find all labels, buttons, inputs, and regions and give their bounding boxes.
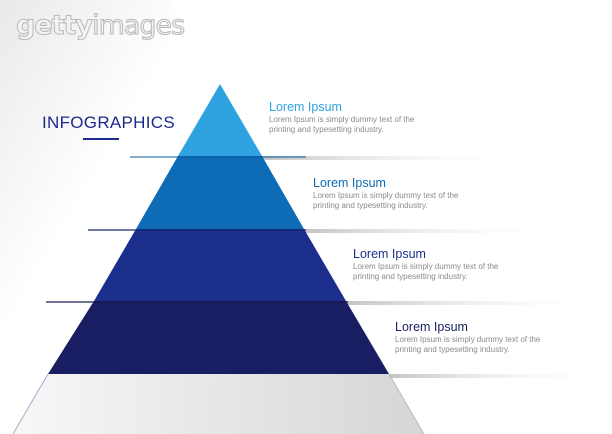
shelf-shadow-4 [389,374,609,378]
label-description-line1: Lorem Ipsum is simply dummy text of the [269,115,415,124]
label-description-line2: printing and typesetting industry. [313,201,428,210]
label-level-4: Lorem Ipsum Lorem Ipsum is simply dummy … [395,320,565,355]
label-description-line2: printing and typesetting industry. [269,125,384,134]
pyramid-level-4 [48,301,389,374]
page-title: INFOGRAPHICS [42,113,176,132]
label-level-1: Lorem Ipsum Lorem Ipsum is simply dummy … [269,100,439,135]
label-heading: Lorem Ipsum [353,247,426,261]
watermark-brand-bold: getty [15,10,93,42]
label-description-line2: printing and typesetting industry. [353,272,468,281]
label-description-line2: printing and typesetting industry. [395,345,510,354]
label-description-line1: Lorem Ipsum is simply dummy text of the [353,262,499,271]
label-level-3: Lorem Ipsum Lorem Ipsum is simply dummy … [353,247,523,282]
shelf-shadow-2 [304,229,564,233]
pyramid-base [13,374,424,434]
pyramid-level-3 [94,229,346,301]
shelf-shadow-3 [346,301,606,305]
pyramid-level-1 [178,84,262,156]
left-background-panel [0,0,220,374]
pyramid-level-2 [136,156,304,229]
label-heading: Lorem Ipsum [269,100,342,114]
title-underline [83,138,119,140]
label-heading: Lorem Ipsum [313,176,386,190]
label-description-line1: Lorem Ipsum is simply dummy text of the [395,335,541,344]
label-description-line1: Lorem Ipsum is simply dummy text of the [313,191,459,200]
watermark-brand-thin: images [92,10,186,42]
label-heading: Lorem Ipsum [395,320,468,334]
shelf-shadow-1 [262,156,522,160]
watermark-logo: gettyimages [15,10,186,42]
label-level-2: Lorem Ipsum Lorem Ipsum is simply dummy … [313,176,483,211]
